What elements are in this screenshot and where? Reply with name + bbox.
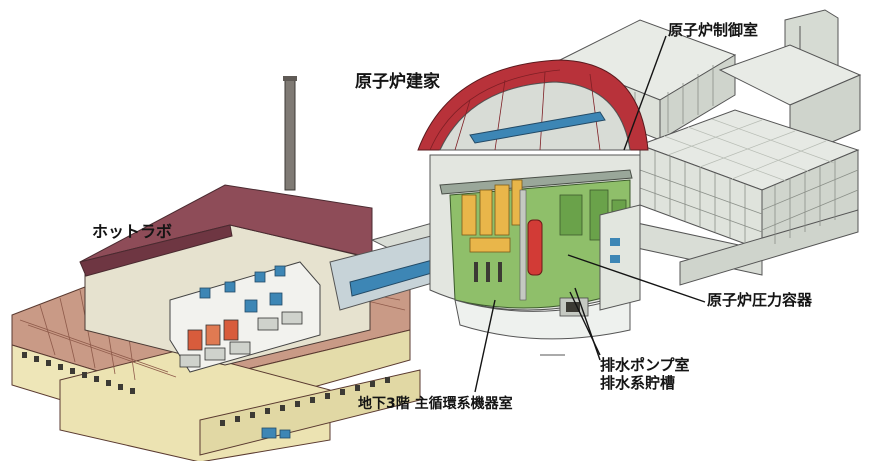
label-drain-systems: 排水ポンプ室 排水系貯槽 xyxy=(600,356,690,392)
label-reactor-building: 原子炉建家 xyxy=(355,72,440,92)
label-hot-lab: ホットラボ xyxy=(92,222,173,241)
label-drain-pump-room: 排水ポンプ室 xyxy=(600,356,690,374)
hot-lab-building xyxy=(11,184,421,461)
label-primary-loop-room: 地下3階 主循環系機器室 xyxy=(358,396,513,412)
leader-lines xyxy=(474,35,706,393)
label-pressure-vessel: 原子炉圧力容器 xyxy=(707,291,813,309)
reactor-building xyxy=(417,59,649,356)
label-control-room: 原子炉制御室 xyxy=(668,21,759,39)
label-drain-tank: 排水系貯槽 xyxy=(600,374,676,392)
stack-chimney xyxy=(283,76,297,191)
